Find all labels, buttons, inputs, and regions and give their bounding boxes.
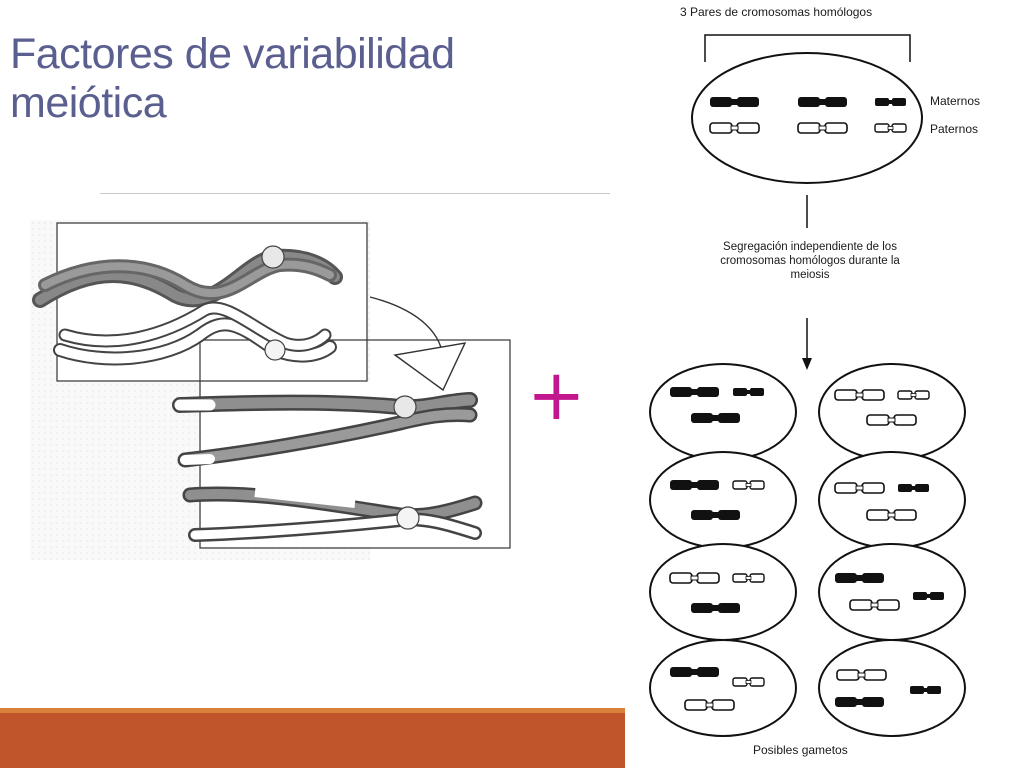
parent-cell (691, 52, 923, 184)
maternal-label: Maternos (930, 94, 981, 108)
paternal-label: Paternos (930, 122, 979, 136)
segregation-diagram-graphics (649, 34, 966, 737)
footer-accent-stripe (0, 708, 1024, 713)
gamete-2 (818, 363, 966, 461)
gamete-5 (649, 543, 797, 641)
chromatids-after (172, 392, 483, 542)
gamete-6 (818, 543, 966, 641)
chromatids-before (32, 245, 343, 366)
diagram-top-label: 3 Pares de cromosomas homólogos (680, 5, 873, 19)
slide-title: Factores de variabilidad meiótica (10, 30, 455, 127)
after-panel-frame (199, 339, 511, 549)
arrow-down-icon (802, 358, 812, 370)
arrow-head (393, 342, 467, 392)
segregation-process-label: Segregación independiente de los cromoso… (720, 241, 900, 281)
plus-symbol: + (527, 354, 586, 436)
possible-gametes-label: Posibles gametos (753, 743, 848, 757)
crossing-over-illustration (30, 220, 511, 560)
segregation-diagram: 3 Pares de cromosomas homólogos Maternos… (625, 0, 1024, 768)
gamete-7 (649, 639, 797, 737)
title-divider (100, 193, 610, 194)
gamete-3 (649, 451, 797, 549)
gamete-1 (649, 363, 797, 461)
gamete-4 (818, 451, 966, 549)
gamete-8 (818, 639, 966, 737)
bracket (704, 34, 911, 62)
